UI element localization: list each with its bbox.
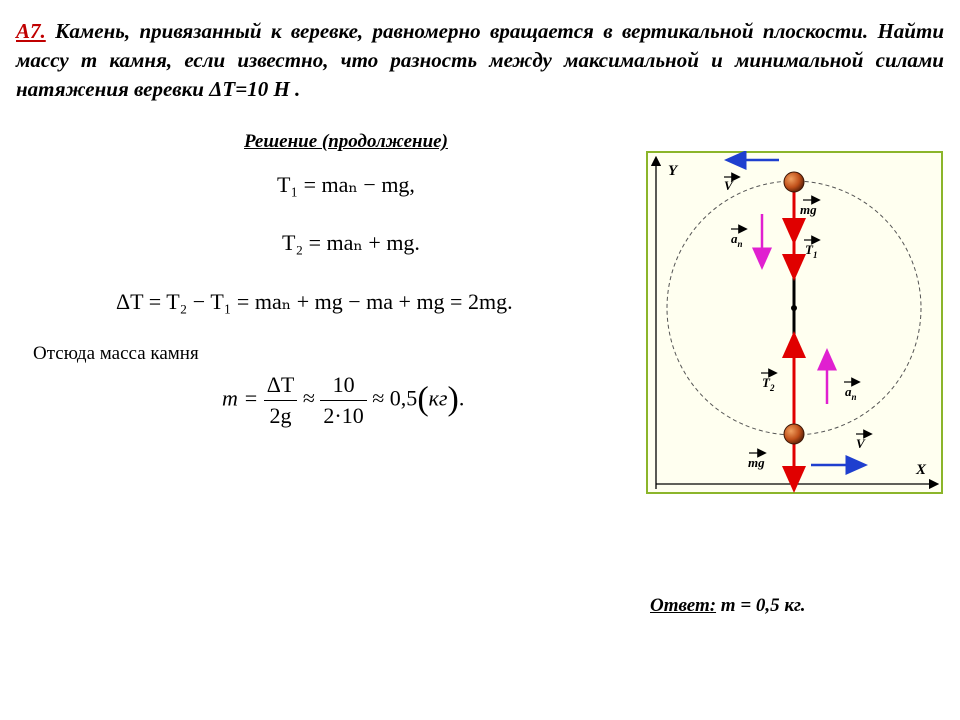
label-an-top: an (731, 231, 743, 249)
label-t2-sub: 2 (769, 383, 775, 393)
approx-result: ≈ 0,5 (372, 385, 418, 411)
solution-title: Решение (продолжение) (244, 131, 448, 152)
label-t2: T2 (762, 375, 775, 393)
fraction1-denominator: 2g (269, 403, 292, 428)
label-an-bottom-sub: n (852, 392, 857, 402)
fraction-delta-t-over-2g: ΔT 2g (263, 372, 298, 429)
close-paren: ) (447, 380, 459, 418)
answer: Ответ: m = 0,5 кг. (650, 595, 806, 617)
circular-motion-figure: Y X V mg an T1 T2 an V mg (646, 151, 943, 494)
label-t1: T1 (805, 242, 817, 260)
problem-statement: А7. Камень, привязанный к веревке, равно… (16, 17, 944, 104)
hence-text: Отсюда масса камня (33, 343, 199, 364)
x-axis-label: X (915, 462, 927, 478)
fraction2-denominator: 2·10 (323, 403, 364, 428)
equation-t2: T₂ = maₙ + mg. (282, 230, 420, 256)
approx-sign-1: ≈ (302, 385, 315, 411)
equation-delta-t-text: ΔT = T₂ − T₁ = maₙ + mg − ma + mg = 2mg. (116, 289, 513, 314)
label-an-bottom: an (845, 384, 857, 402)
open-paren: ( (417, 380, 429, 418)
equation-mass-lhs: m = (222, 385, 259, 411)
center-point (791, 305, 797, 311)
label-an-bottom-main: a (845, 384, 852, 399)
stone-bottom (783, 423, 805, 445)
label-t1-sub: 1 (813, 250, 818, 260)
fraction2-numerator: 10 (320, 372, 367, 401)
unit-kg: кг (428, 385, 448, 411)
label-t1-main: T (805, 242, 814, 257)
label-mg-top: mg (800, 202, 817, 217)
label-an-top-main: a (731, 231, 738, 246)
equation-t1-text: T₁ = maₙ − mg, (277, 172, 415, 197)
label-an-top-sub: n (738, 239, 743, 249)
equation-t1: T₁ = maₙ − mg, (277, 172, 415, 198)
equation-delta-t: ΔT = T₂ − T₁ = maₙ + mg − ma + mg = 2mg. (116, 289, 513, 315)
label-v-top: V (724, 178, 734, 193)
equation-mass: m = ΔT 2g ≈ 10 2·10 ≈ 0,5(кг). (222, 372, 464, 429)
label-mg-bottom: mg (748, 455, 765, 470)
answer-label: Ответ: (650, 595, 717, 616)
y-axis-label: Y (668, 163, 679, 179)
figure-svg: Y X V mg an T1 T2 an V mg (646, 151, 943, 494)
equation-t2-text: T₂ = maₙ + mg. (282, 230, 420, 255)
problem-text: Камень, привязанный к веревке, равномерн… (16, 19, 944, 101)
problem-number: А7. (16, 19, 46, 43)
fraction1-numerator: ΔT (263, 372, 298, 401)
stone-top (783, 171, 805, 193)
label-v-bottom: V (856, 436, 866, 451)
answer-value: m = 0,5 кг. (716, 595, 806, 616)
equation-end: . (458, 385, 465, 411)
label-t2-main: T (762, 375, 771, 390)
fraction-10-over-20: 10 2·10 (320, 372, 367, 429)
